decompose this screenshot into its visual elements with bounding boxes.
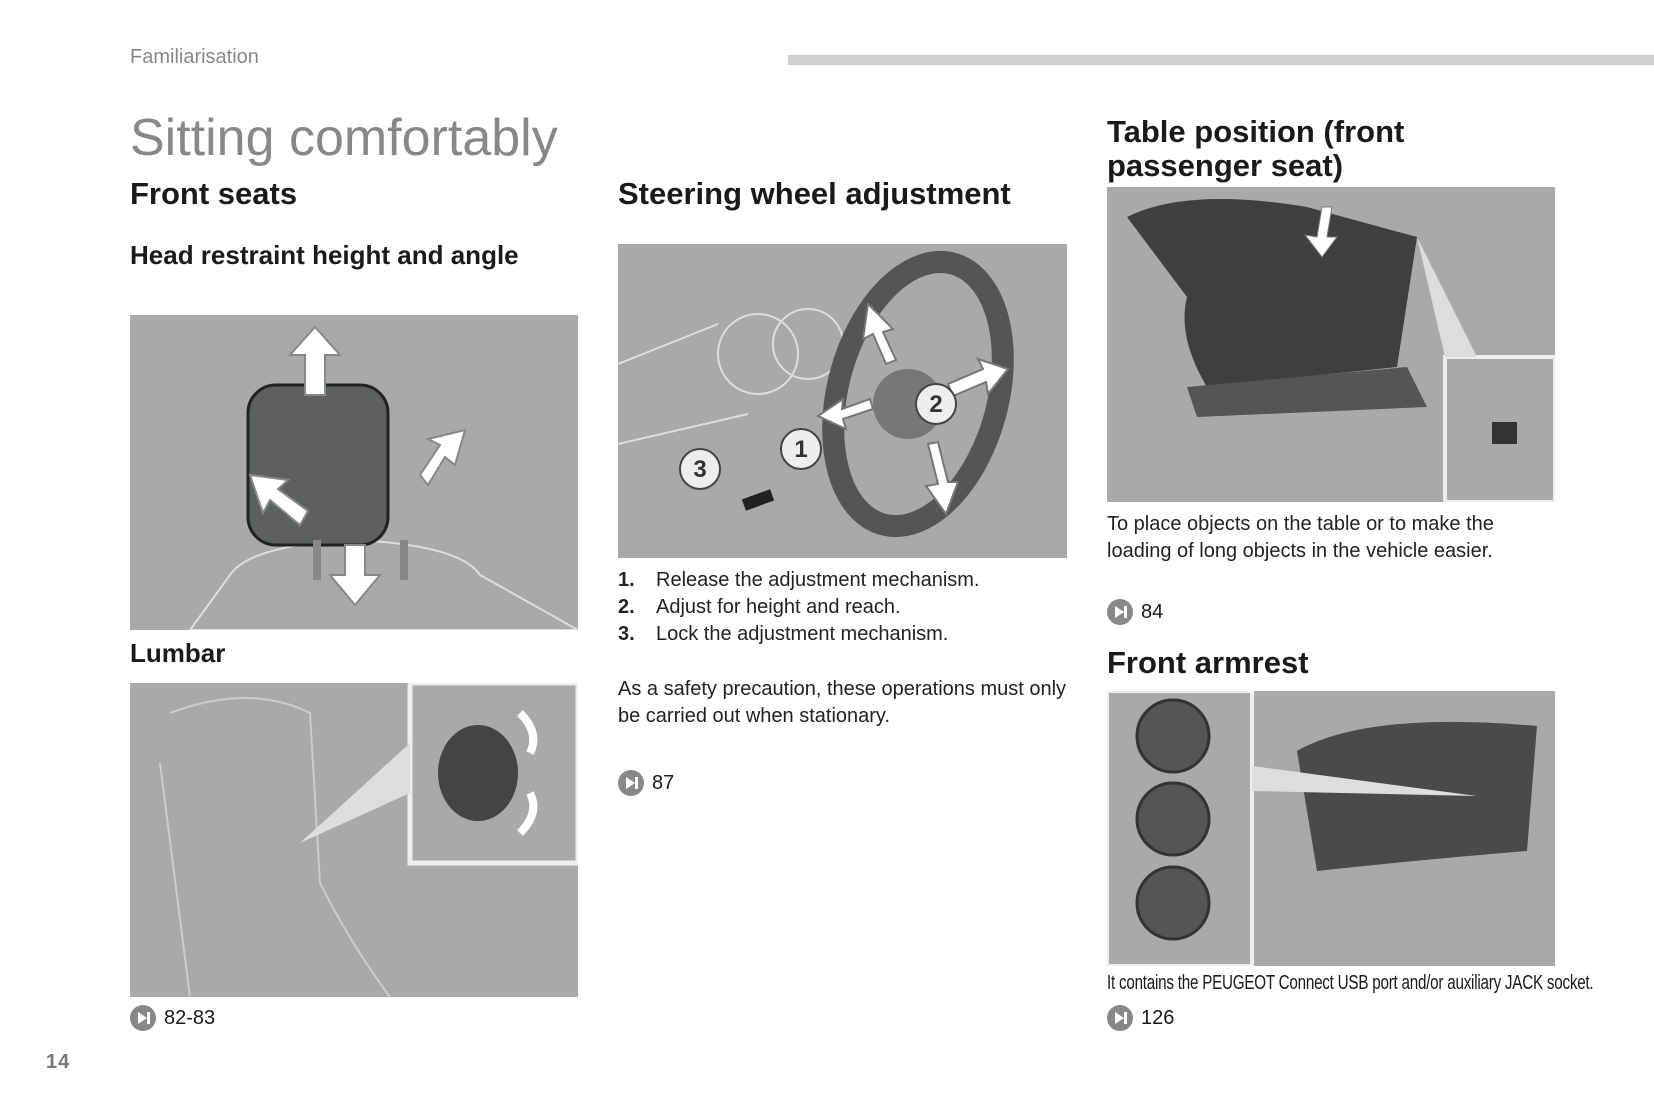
section-label: Familiarisation	[130, 46, 259, 68]
page-reference-126[interactable]: 126	[1107, 1005, 1174, 1031]
page-reference-icon	[130, 1005, 156, 1031]
page-reference-icon	[1107, 1005, 1133, 1031]
page-reference-82-83[interactable]: 82-83	[130, 1005, 215, 1031]
steering-wheel-image: 3 1 2	[618, 244, 1067, 558]
steering-wheel-heading: Steering wheel adjustment	[618, 176, 1011, 211]
lumbar-heading: Lumbar	[130, 638, 226, 668]
page-reference-icon	[618, 770, 644, 796]
steps-list: 1.Release the adjustment mechanism. 2.Ad…	[618, 567, 980, 648]
safety-note: As a safety precaution, these operations…	[618, 678, 1067, 727]
armrest-caption: It contains the PEUGEOT Connect USB port…	[1107, 972, 1594, 994]
header-bar	[788, 55, 1654, 65]
page-title: Sitting comfortably	[130, 109, 558, 167]
page-number: 14	[46, 1051, 71, 1073]
page-reference-icon	[1107, 599, 1133, 625]
page-reference-84[interactable]: 84	[1107, 599, 1163, 625]
step-item: 3.Lock the adjustment mechanism.	[618, 623, 949, 645]
front-seats-heading: Front seats	[130, 176, 298, 211]
table-position-text: To place objects on the table or to make…	[1107, 513, 1494, 562]
lumbar-image	[130, 683, 578, 997]
callout-2: 2	[929, 391, 942, 418]
head-restraint-image	[130, 315, 578, 630]
page-reference-87[interactable]: 87	[618, 770, 674, 796]
callout-3: 3	[693, 456, 706, 483]
step-item: 2.Adjust for height and reach.	[618, 596, 901, 618]
callout-1: 1	[794, 436, 807, 463]
table-position-image	[1107, 187, 1555, 502]
step-item: 1.Release the adjustment mechanism.	[618, 569, 980, 591]
front-armrest-image	[1107, 691, 1555, 966]
front-armrest-heading: Front armrest	[1107, 645, 1309, 680]
head-restraint-heading: Head restraint height and angle	[130, 240, 519, 270]
